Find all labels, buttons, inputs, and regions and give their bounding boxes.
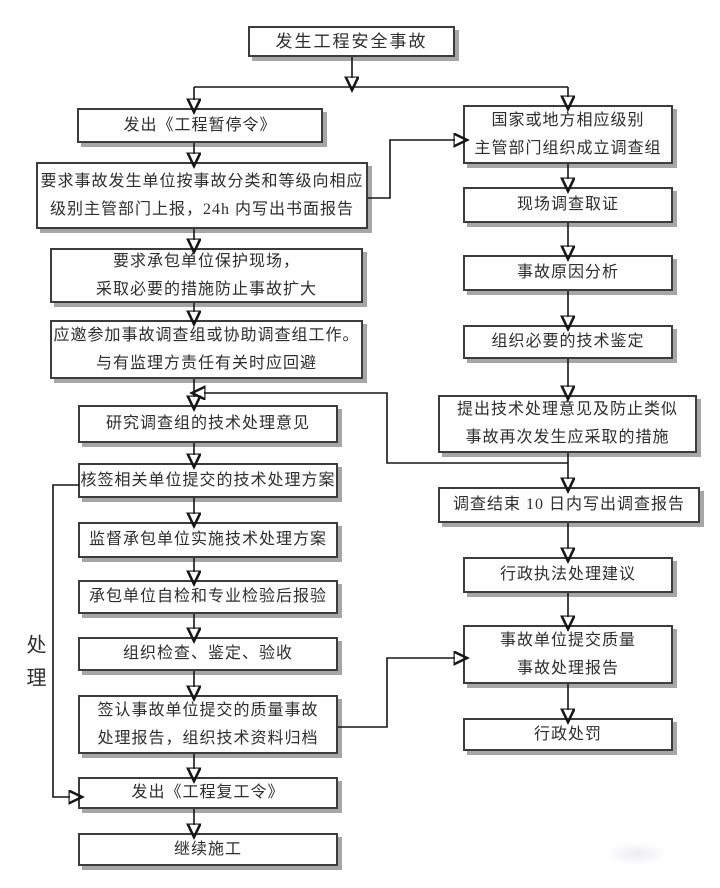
node-sign-report-archive: 签认事故单位提交的质量事故 处理报告，组织技术资料归档 <box>78 695 338 754</box>
node-cause-analysis: 事故原因分析 <box>463 255 673 291</box>
node-administrative-penalty: 行政处罚 <box>463 718 673 751</box>
node-protect-site: 要求承包单位保护现场， 采取必要的措施防止事故扩大 <box>50 248 363 303</box>
node-supervise-implementation: 监督承包单位实施技术处理方案 <box>78 522 338 558</box>
node-unit-submit-report: 事故单位提交质量 事故处理报告 <box>463 625 673 684</box>
node-join-investigation: 应邀参加事故调查组或协助调查组工作。 与有监理方责任有关时应回避 <box>50 320 363 379</box>
node-issue-resume-order: 发出《工程复工令》 <box>78 777 338 809</box>
node-propose-measures: 提出技术处理意见及防止类似 事故再次发生应采取的措施 <box>438 395 697 453</box>
connector-l10-to-r8 <box>338 658 455 728</box>
connector-l6-to-l11 <box>52 484 79 797</box>
node-study-opinion: 研究调查组的技术处理意见 <box>78 405 338 443</box>
side-label-handling: 处理 <box>23 634 45 700</box>
node-report-to-authority: 要求事故发生单位按事故分类和等级向相应 级别主管部门上报，24h 内写出书面报告 <box>36 162 368 229</box>
node-organize-inspection: 组织检查、鉴定、验收 <box>78 637 338 671</box>
node-site-evidence: 现场调查取证 <box>463 187 673 223</box>
connector-l2-to-r1 <box>368 140 455 199</box>
node-contractor-self-check: 承包单位自检和专业检验后报验 <box>78 580 338 614</box>
node-continue-construction: 继续施工 <box>78 833 338 866</box>
node-investigation-report: 调查结束 10 日内写出调查报告 <box>438 487 700 523</box>
node-countersign-plan: 核签相关单位提交的技术处理方案 <box>78 463 338 498</box>
node-issue-stop-order: 发出《工程暂停令》 <box>77 108 323 143</box>
node-authority-form-team: 国家或地方相应级别 主管部门组织成立调查组 <box>463 105 673 164</box>
node-technical-appraisal: 组织必要的技术鉴定 <box>463 325 673 359</box>
node-start: 发生工程安全事故 <box>248 26 455 57</box>
watermark <box>606 842 668 866</box>
node-enforcement-suggestion: 行政执法处理建议 <box>463 557 673 593</box>
